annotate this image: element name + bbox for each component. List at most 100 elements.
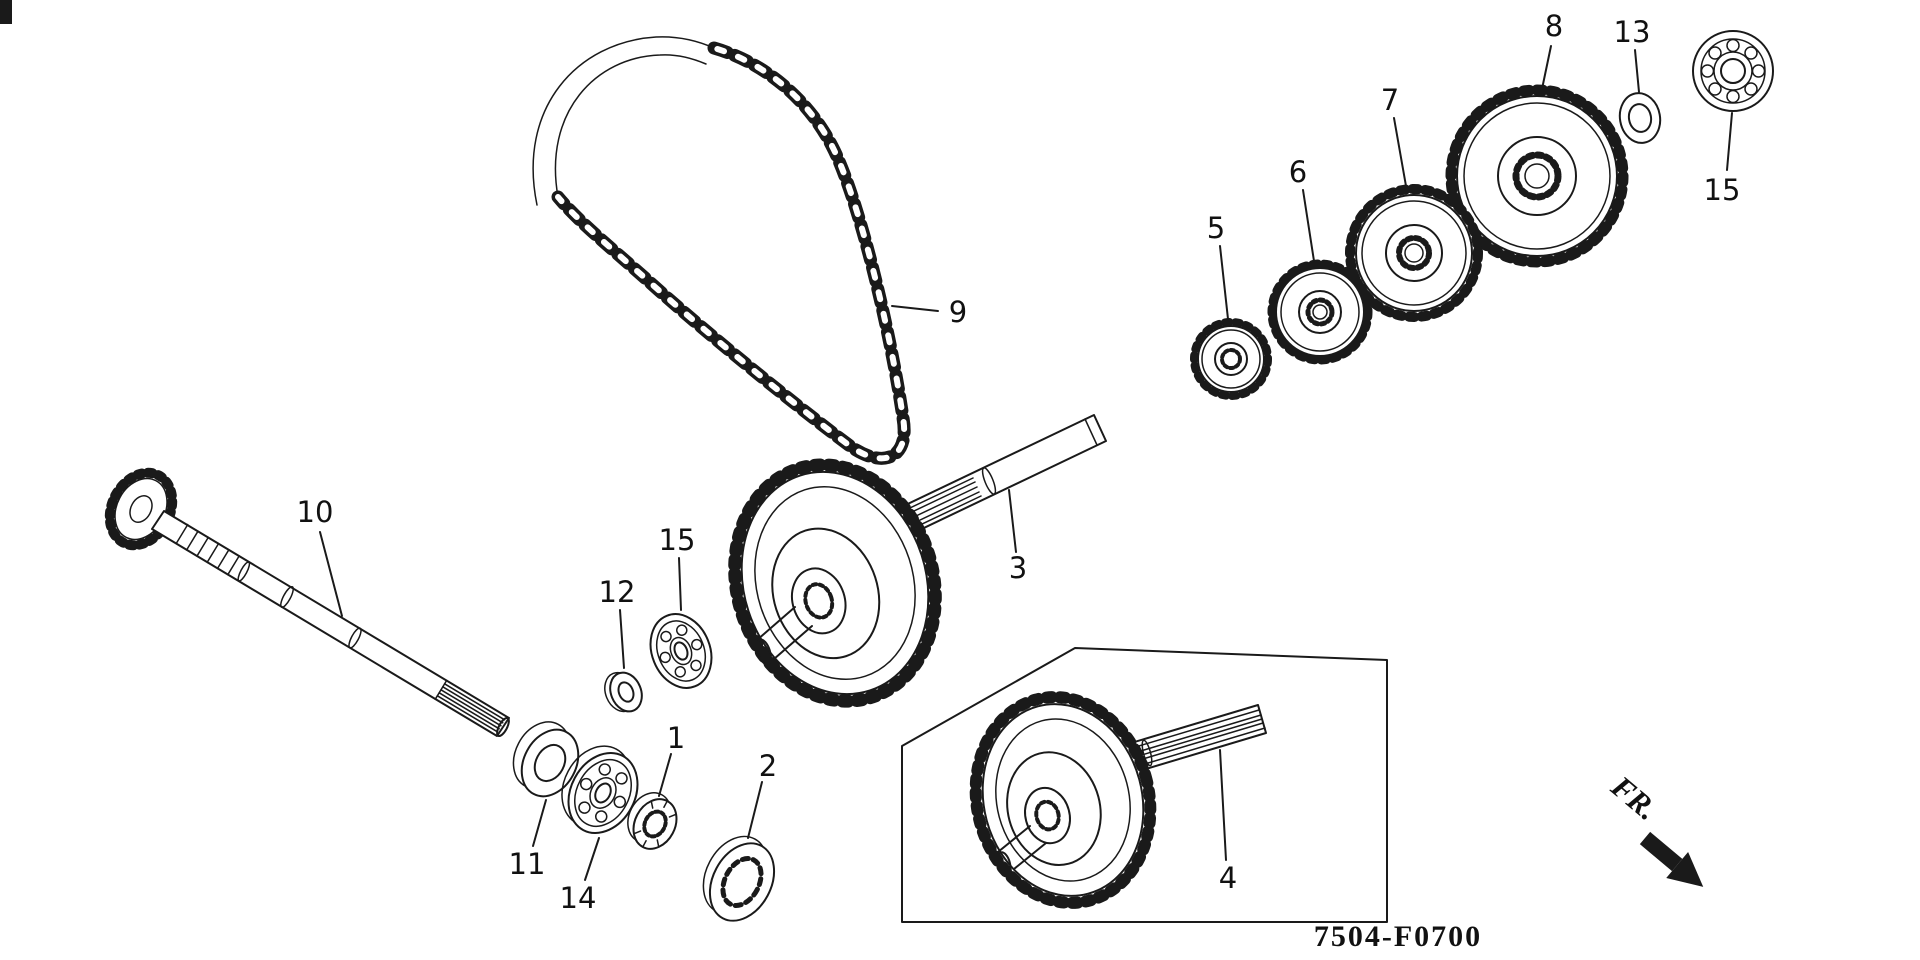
callout-13: 13 xyxy=(1614,15,1651,93)
bearing-ball xyxy=(660,630,672,643)
bearing15l-bore xyxy=(673,641,689,661)
leader-line xyxy=(319,531,343,617)
leader-line xyxy=(1726,112,1733,171)
leader-line xyxy=(1634,49,1640,93)
bearing-part15-right xyxy=(1692,30,1774,112)
bearing14-bore xyxy=(594,782,612,804)
bearing-part15-left xyxy=(649,613,713,689)
lock-washer-part2 xyxy=(702,835,776,922)
callout-5: 5 xyxy=(1207,211,1229,320)
washer12-outer xyxy=(609,671,643,713)
nut-part1 xyxy=(627,792,678,850)
washer13-outer xyxy=(1618,92,1662,144)
gear8-rim xyxy=(1456,95,1618,257)
shaft3-step-ring xyxy=(981,467,997,495)
bevel-gear4-spline-bore xyxy=(1034,799,1061,832)
bearing-ball xyxy=(691,638,703,651)
bearing-ball xyxy=(1744,82,1758,96)
gear-part8 xyxy=(1445,84,1629,268)
part-number-label: 5 xyxy=(1207,211,1225,245)
callout-6: 6 xyxy=(1289,155,1315,262)
washer-part13 xyxy=(1618,92,1662,144)
bearing15r-bore xyxy=(1720,58,1746,84)
gear3-stub-top xyxy=(756,606,796,641)
part-number-label: 4 xyxy=(1219,861,1237,895)
bevel-gear-part3 xyxy=(728,458,942,708)
subassembly-box xyxy=(901,647,1388,923)
gear5-rim xyxy=(1197,325,1265,393)
part-number-label: 3 xyxy=(1009,551,1027,585)
callout-15-left: 15 xyxy=(659,523,695,611)
bearing-ball xyxy=(674,666,686,678)
sprocket-hub xyxy=(129,495,153,523)
bearing-ball xyxy=(579,777,593,791)
part-number-label: 15 xyxy=(1704,173,1741,207)
leader-line xyxy=(619,609,625,669)
gear6-spline-bore xyxy=(1305,297,1335,327)
chain-ghost-outer xyxy=(532,36,715,206)
shaft3-keyway xyxy=(1084,418,1098,446)
bevel-gear4-rim xyxy=(981,703,1145,897)
page-corner-mark xyxy=(0,0,12,24)
bevel-gear3-teeth xyxy=(728,458,942,708)
shaft4-spline-lines xyxy=(1081,709,1266,782)
gear4-stub-top xyxy=(997,825,1031,853)
shaft10-spline-lines xyxy=(436,683,506,733)
part-number-label: 10 xyxy=(297,495,334,529)
bearing-ball xyxy=(1726,38,1740,53)
callout-15-right: 15 xyxy=(1704,112,1741,207)
washer-part12 xyxy=(604,671,643,713)
gear4-stub-end xyxy=(996,851,1012,877)
bearing-ball xyxy=(690,659,702,672)
callout-9: 9 xyxy=(891,295,967,329)
washer13-bore xyxy=(1627,103,1653,133)
callout-1: 1 xyxy=(658,721,685,797)
gear3-stub-end xyxy=(756,638,772,666)
bearing-ball xyxy=(598,763,612,776)
gear-part7 xyxy=(1345,184,1483,322)
washer2-lugged-bore xyxy=(720,856,764,908)
gear8-spline-bore xyxy=(1512,151,1562,201)
leader-line xyxy=(1008,489,1017,553)
gear-part6 xyxy=(1267,259,1373,365)
gear8-teeth xyxy=(1445,84,1629,268)
leader-line xyxy=(891,305,939,312)
bearing-ball xyxy=(613,795,627,809)
bearing-ball xyxy=(1708,46,1722,60)
leader-line xyxy=(1541,45,1552,90)
shaft10-tip xyxy=(496,716,510,738)
callout-4: 4 xyxy=(1219,749,1237,895)
callout-14: 14 xyxy=(560,837,600,915)
leader-line xyxy=(1302,189,1315,262)
gear5-spline-bore xyxy=(1220,348,1242,370)
part-number-label: 13 xyxy=(1614,15,1651,49)
diagram-code: 7504-F0700 xyxy=(1314,920,1482,953)
part-number-label: 9 xyxy=(949,295,967,329)
nut1-thread-bore xyxy=(642,809,668,839)
bearing-ball xyxy=(1726,89,1740,104)
callout-3: 3 xyxy=(1008,489,1027,585)
collar11-bore xyxy=(533,743,567,783)
gear8-hub xyxy=(1497,136,1577,216)
gear6-hub xyxy=(1298,290,1342,334)
bearing-ball xyxy=(659,651,671,664)
leader-line xyxy=(584,837,600,881)
callout-10: 10 xyxy=(297,495,343,617)
washer2-outer xyxy=(708,842,776,922)
part-number-label: 1 xyxy=(667,721,685,755)
leader-line xyxy=(1393,117,1407,187)
bearing-ball xyxy=(1700,64,1715,78)
callout-12: 12 xyxy=(599,575,635,669)
bevel-gear3-rim xyxy=(740,470,930,696)
part-number-label: 7 xyxy=(1381,83,1399,117)
bearing15l-outer xyxy=(649,613,713,689)
callout-8: 8 xyxy=(1541,9,1563,90)
front-direction-arrow-icon xyxy=(1639,831,1704,887)
leader-line xyxy=(747,781,763,839)
leader-line xyxy=(678,557,682,611)
gear-part5 xyxy=(1190,318,1272,400)
part-number-label: 2 xyxy=(759,749,777,783)
washer12-bore xyxy=(617,681,635,703)
bearing-ball xyxy=(676,624,688,636)
